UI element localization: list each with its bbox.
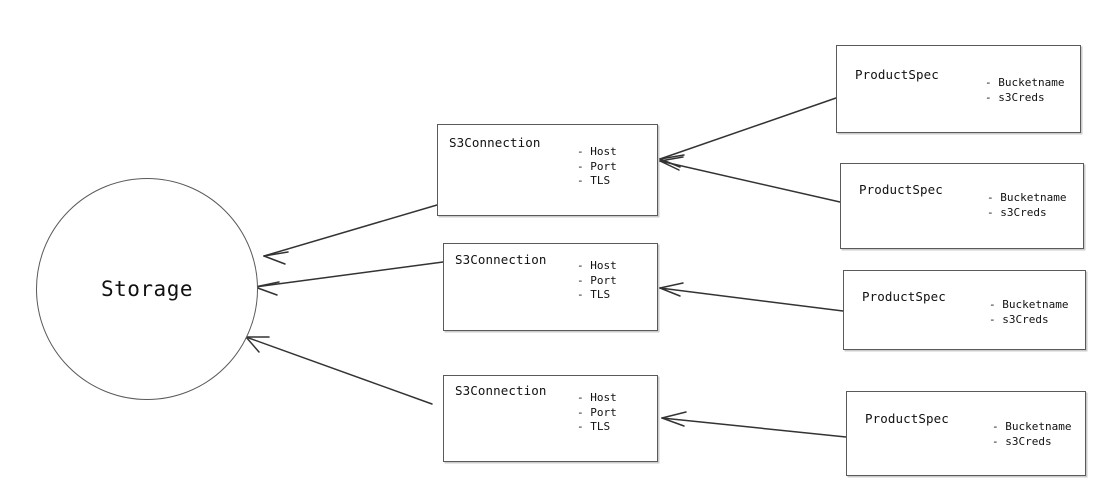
arrow-conn3-to-storage bbox=[245, 336, 433, 405]
productspec-attrs-3: - Bucketname - s3Creds bbox=[989, 298, 1068, 327]
productspec-attrs-4: - Bucketname - s3Creds bbox=[992, 420, 1071, 449]
attr-host: - Host bbox=[577, 391, 617, 404]
productspec-title-1: ProductSpec bbox=[855, 67, 939, 82]
productspec-title-3: ProductSpec bbox=[862, 289, 946, 304]
attr-host: - Host bbox=[577, 259, 617, 272]
arrow-spec1-to-conn1 bbox=[659, 97, 837, 168]
attr-tls: - TLS bbox=[577, 420, 611, 433]
attr-bucketname: - Bucketname bbox=[989, 298, 1069, 311]
arrow-spec3-to-conn2 bbox=[659, 282, 844, 312]
s3connection-box-3[interactable]: S3Connection - Host - Port - TLS bbox=[443, 375, 658, 462]
productspec-box-2[interactable]: ProductSpec - Bucketname - s3Creds bbox=[840, 163, 1084, 249]
storage-node[interactable]: Storage bbox=[36, 178, 258, 400]
productspec-attrs-2: - Bucketname - s3Creds bbox=[987, 191, 1066, 220]
productspec-title-2: ProductSpec bbox=[859, 182, 943, 197]
attr-host: - Host bbox=[577, 145, 617, 158]
s3connection-attrs-2: - Host - Port - TLS bbox=[577, 259, 617, 303]
s3connection-attrs-1: - Host - Port - TLS bbox=[577, 145, 617, 189]
attr-bucketname: - Bucketname bbox=[992, 420, 1072, 433]
attr-s3creds: - s3Creds bbox=[987, 205, 1047, 219]
productspec-box-3[interactable]: ProductSpec - Bucketname - s3Creds bbox=[843, 270, 1086, 350]
s3connection-attrs-3: - Host - Port - TLS bbox=[577, 391, 617, 435]
arrow-spec2-to-conn1 bbox=[659, 156, 841, 203]
arrow-conn1-to-storage bbox=[263, 204, 438, 265]
s3connection-box-1[interactable]: S3Connection - Host - Port - TLS bbox=[437, 124, 658, 216]
attr-tls: - TLS bbox=[577, 174, 611, 187]
attr-s3creds: - s3Creds bbox=[985, 90, 1045, 104]
attr-s3creds: - s3Creds bbox=[989, 312, 1049, 326]
attr-port: - Port bbox=[577, 159, 617, 173]
storage-label: Storage bbox=[100, 277, 193, 301]
productspec-title-4: ProductSpec bbox=[865, 411, 949, 426]
attr-port: - Port bbox=[577, 405, 617, 419]
s3connection-title-1: S3Connection bbox=[449, 135, 541, 150]
attr-tls: - TLS bbox=[577, 288, 611, 301]
attr-bucketname: - Bucketname bbox=[987, 191, 1067, 204]
attr-bucketname: - Bucketname bbox=[985, 76, 1065, 89]
productspec-box-4[interactable]: ProductSpec - Bucketname - s3Creds bbox=[846, 391, 1086, 476]
productspec-box-1[interactable]: ProductSpec - Bucketname - s3Creds bbox=[836, 45, 1081, 133]
s3connection-title-2: S3Connection bbox=[455, 252, 547, 267]
attr-s3creds: - s3Creds bbox=[992, 434, 1052, 448]
s3connection-box-2[interactable]: S3Connection - Host - Port - TLS bbox=[443, 243, 658, 331]
productspec-attrs-1: - Bucketname - s3Creds bbox=[985, 76, 1064, 105]
attr-port: - Port bbox=[577, 273, 617, 287]
arrow-conn2-to-storage bbox=[254, 261, 444, 296]
arrow-spec4-to-conn3 bbox=[661, 411, 847, 438]
s3connection-title-3: S3Connection bbox=[455, 383, 547, 398]
